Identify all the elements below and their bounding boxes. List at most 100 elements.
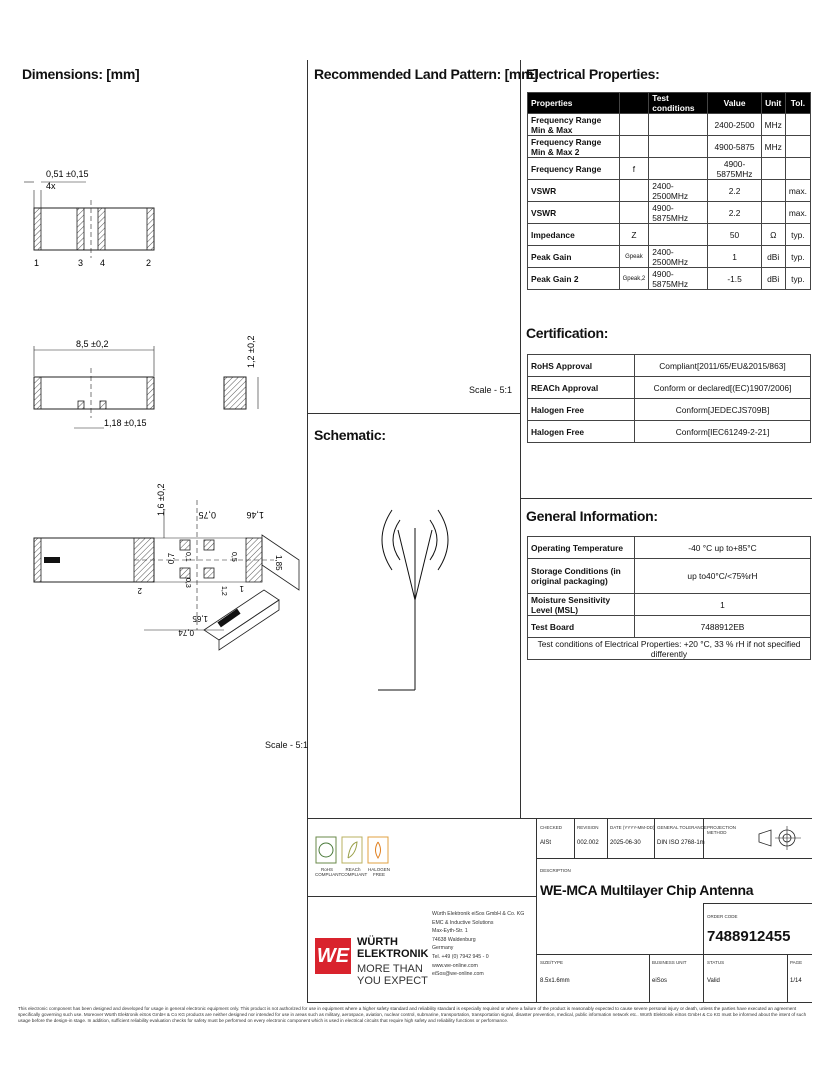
property-value: -1.5: [707, 267, 762, 290]
property-tol: [784, 135, 812, 158]
general-name: Storage Conditions (in original packagin…: [527, 558, 635, 594]
property-name: Frequency Range Min & Max: [527, 113, 620, 136]
tolerance-label: GENERAL TOLERANCE: [657, 825, 707, 830]
tb-line-d: [536, 954, 812, 955]
table-row: Test Board 7488912EB: [527, 615, 811, 638]
cert-value: Conform[IEC61249-2-21]: [634, 420, 811, 443]
tolerance-value: DIN ISO 2768-1m: [657, 840, 705, 846]
tb-line-a: [307, 896, 536, 897]
property-symbol: [618, 201, 650, 224]
general-table: Operating Temperature -40 °C up to+85°C …: [527, 536, 811, 660]
property-tol: [784, 157, 812, 180]
dim-01: 0,1: [184, 552, 191, 562]
status-value: Valid: [707, 978, 720, 984]
table-row: Halogen Free Conform[JEDECJS709B]: [527, 398, 811, 421]
header-test-conditions: Test conditions: [648, 92, 709, 114]
page-value: 1/14: [790, 978, 802, 984]
tb-line-h: [703, 818, 704, 858]
dim-05: 0,5: [230, 552, 237, 562]
electrical-heading: Electrical Properties:: [526, 66, 660, 82]
property-tol: max.: [784, 201, 812, 224]
dim-051: 0,51 ±0,15: [46, 169, 88, 179]
property-value: 1: [707, 245, 762, 268]
electrical-table: Properties Test conditions Value Unit To…: [527, 92, 812, 290]
table-row: Operating Temperature -40 °C up to+85°C: [527, 536, 811, 559]
cert-name: REACh Approval: [527, 376, 635, 399]
table-row: Peak Gain Gpeak 2400-2500MHz 1 dBi typ.: [527, 245, 812, 268]
dimensions-drawing: 0,51 ±0,15 4x 1 3 4 2 8,5 ±0,2 1,18 ±0,1…: [24, 169, 300, 651]
property-symbol: Gpeak,2: [618, 267, 650, 290]
reach-badge-text: REACh COMPLIANT: [341, 867, 368, 877]
header-symbol: [618, 92, 650, 114]
electrical-header-row: Properties Test conditions Value Unit To…: [527, 92, 812, 114]
address-line: Tel. +49 (0) 7942 945 - 0: [432, 953, 489, 960]
rohs-badge-icon: [315, 836, 337, 864]
table-row: Impedance Z 50 Ω typ.: [527, 223, 812, 246]
address-line: Max-Eyth-Str. 1: [432, 928, 468, 935]
divider-2: [520, 60, 521, 818]
dim-07: 0,7: [167, 552, 176, 564]
slogan-1: MORE THAN: [357, 963, 423, 975]
property-unit: MHz: [760, 135, 786, 158]
property-symbol: Z: [618, 223, 650, 246]
property-condition: 2400-2500MHz: [648, 245, 709, 268]
reach-badge-icon: [341, 836, 363, 864]
general-name: Moisture Sensitivity Level (MSL): [527, 593, 635, 616]
scale-label-land: Scale - 5:1: [469, 385, 513, 395]
order-label: ORDER CODE: [707, 914, 738, 919]
property-unit: dBi: [760, 245, 786, 268]
title-block: RoHS COMPLIANT REACh COMPLIANT HALOGEN F…: [307, 818, 812, 1002]
dim-165: 1,65: [192, 614, 208, 623]
tb-line-l: [787, 954, 788, 1002]
tb-line-f: [607, 818, 608, 858]
date-label: DATE (YYYY-MM-DD): [610, 825, 655, 830]
property-condition: 4900-5875MHz: [648, 267, 709, 290]
header-value: Value: [707, 92, 762, 114]
property-value: 4900-5875: [707, 135, 762, 158]
slogan-2: YOU EXPECT: [357, 975, 428, 987]
address-line: 74638 Waldenburg: [432, 936, 476, 943]
pin-4-label: 4: [100, 258, 105, 268]
dim-185: 1,85: [274, 555, 283, 571]
table-row: Frequency Range Min & Max 2 4900-5875 MH…: [527, 135, 812, 158]
general-name: Test Board: [527, 615, 635, 638]
address-line: www.we-online.com: [432, 962, 478, 969]
property-name: VSWR: [527, 179, 620, 202]
general-name: Operating Temperature: [527, 536, 635, 559]
address-line: EMC & Inductive Solutions: [432, 919, 494, 926]
general-value: 7488912EB: [634, 615, 811, 638]
pin-2-label: 2: [146, 258, 151, 268]
table-row: Frequency Range f 4900-5875MHz: [527, 157, 812, 180]
table-row: Peak Gain 2 Gpeak,2 4900-5875MHz -1.5 dB…: [527, 267, 812, 290]
dim-4x: 4x: [46, 181, 56, 191]
property-condition: [648, 223, 709, 246]
property-tol: [784, 113, 812, 136]
header-tol: Tol.: [784, 92, 812, 114]
property-value: 50: [707, 223, 762, 246]
divider-4: [520, 498, 812, 499]
status-label: STATUS: [707, 960, 725, 965]
cert-name: RoHS Approval: [527, 354, 635, 377]
property-name: Impedance: [527, 223, 620, 246]
property-condition: 2400-2500MHz: [648, 179, 709, 202]
property-symbol: [618, 113, 650, 136]
address-block: Würth Elektronik eiSos GmbH & Co. KG EMC…: [432, 910, 524, 979]
property-name: VSWR: [527, 201, 620, 224]
table-row: Storage Conditions (in original packagin…: [527, 558, 811, 594]
general-value: up to40°C/<75%rH: [634, 558, 811, 594]
table-row: Frequency Range Min & Max 2400-2500 MHz: [527, 113, 812, 136]
property-condition: [648, 157, 709, 180]
cert-value: Conform[JEDECJS709B]: [634, 398, 811, 421]
land-pattern-heading: Recommended Land Pattern: [mm]: [314, 66, 538, 82]
projection-label: PROJECTION METHOD: [707, 825, 737, 835]
dim-118: 1,18 ±0,15: [104, 418, 146, 428]
cert-value: Compliant[2011/65/EU&2015/863]: [634, 354, 811, 377]
property-unit: [760, 157, 786, 180]
rohs-badge-text: RoHS COMPLIANT: [315, 867, 342, 877]
size-value: 8.5x1.6mm: [540, 978, 570, 984]
table-row: RoHS Approval Compliant[2011/65/EU&2015/…: [527, 354, 811, 377]
tb-line-j: [703, 903, 812, 904]
dim-16: 1,6 ±0,2: [156, 484, 166, 516]
property-tol: typ.: [784, 267, 812, 290]
description-title: WE-MCA Multilayer Chip Antenna: [540, 882, 754, 898]
